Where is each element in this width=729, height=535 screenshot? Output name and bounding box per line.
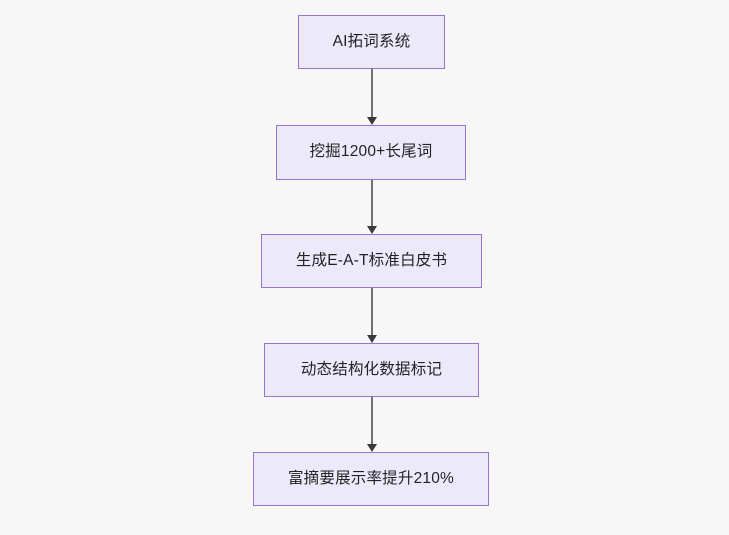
flow-node-structured-data-markup[interactable]: 动态结构化数据标记 (264, 343, 479, 397)
flow-node-eat-whitepaper[interactable]: 生成E-A-T标准白皮书 (261, 234, 482, 288)
flow-arrowhead-1 (367, 117, 377, 125)
flow-node-rich-snippet-result[interactable]: 富摘要展示率提升210% (253, 452, 489, 506)
flow-node-longtail-keywords[interactable]: 挖掘1200+长尾词 (276, 125, 466, 180)
flow-arrowhead-2 (367, 226, 377, 234)
flow-edge-4 (371, 397, 373, 444)
flow-edge-2 (371, 180, 373, 226)
flow-arrowhead-4 (367, 444, 377, 452)
flow-edge-1 (371, 69, 373, 117)
flow-node-label: 动态结构化数据标记 (300, 360, 443, 378)
flow-node-label: AI拓词系统 (332, 32, 411, 50)
flow-node-ai-keyword-system[interactable]: AI拓词系统 (298, 15, 445, 69)
flow-arrowhead-3 (367, 335, 377, 343)
flow-node-label: 富摘要展示率提升210% (287, 469, 455, 487)
flow-node-label: 生成E-A-T标准白皮书 (295, 251, 448, 269)
flow-edge-3 (371, 288, 373, 335)
flow-node-label: 挖掘1200+长尾词 (309, 143, 433, 161)
